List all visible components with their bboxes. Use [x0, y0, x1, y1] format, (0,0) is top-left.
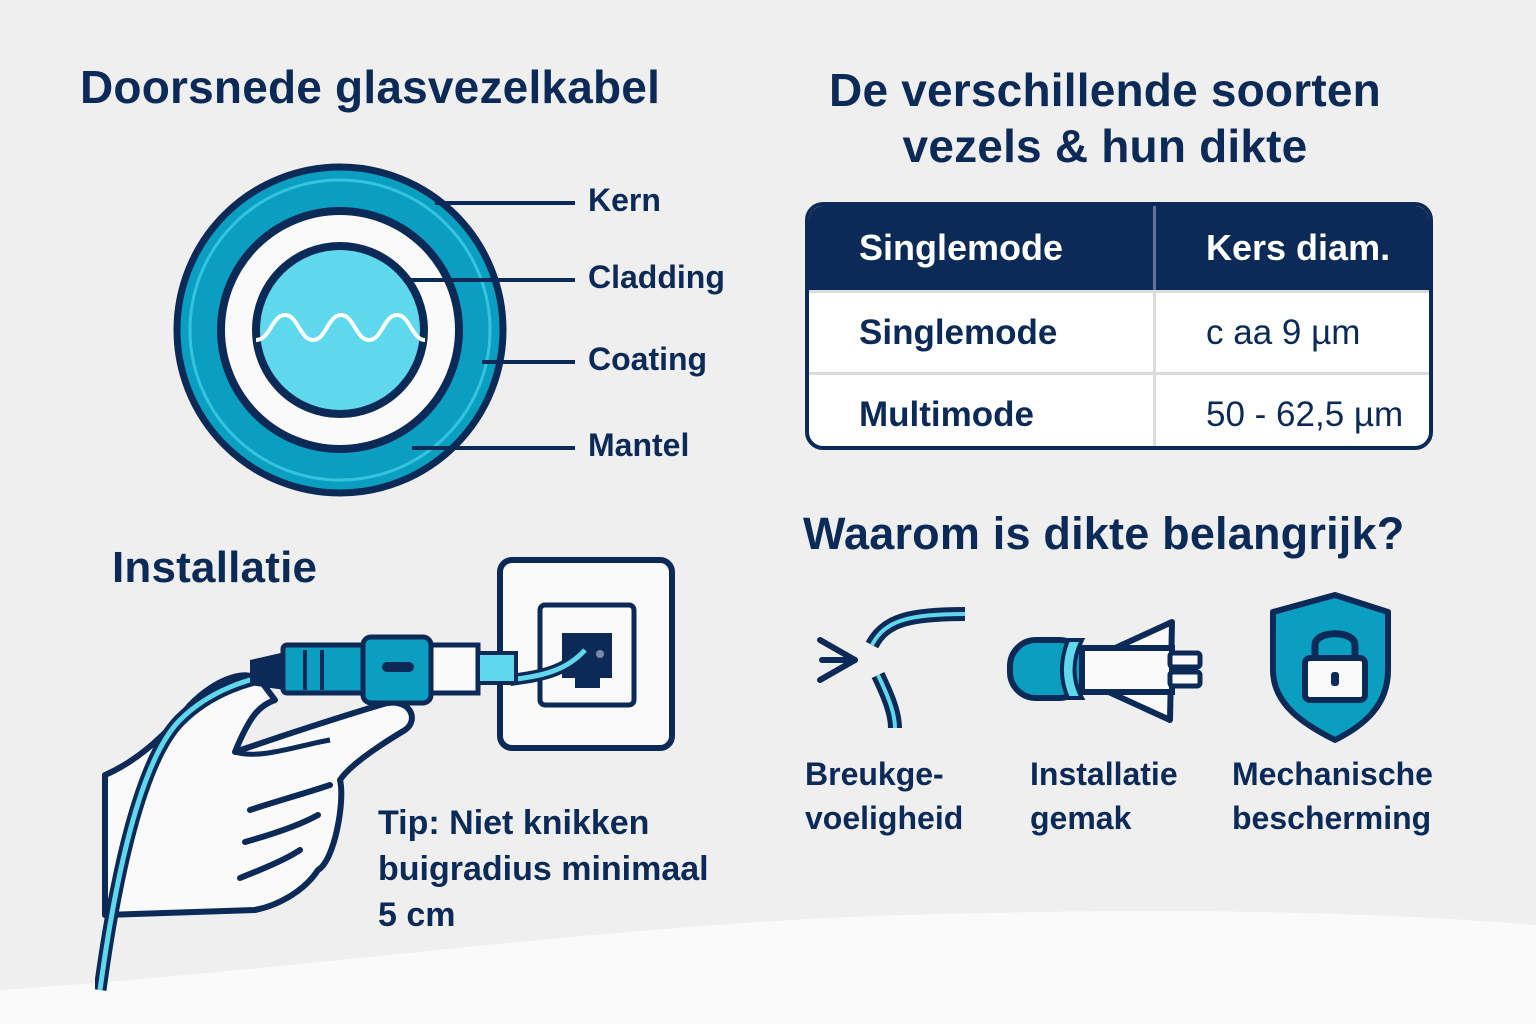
layer-label-coating: Coating	[588, 341, 708, 377]
fiber-types-title-line1: De verschillende soorten	[829, 64, 1381, 116]
table-header-cell: Kers diam.	[1153, 206, 1429, 290]
broken-fiber-icon	[817, 607, 966, 729]
fiber-types-table: Singlemode Kers diam. Singlemode c aa 9 …	[805, 202, 1433, 450]
table-row: Singlemode c aa 9 µm	[809, 290, 1429, 372]
tip-line-2: buigradius minimaal	[378, 850, 709, 888]
table-cell-diameter: 50 - 62,5 µm	[1153, 375, 1429, 446]
fiber-types-title-line2: vezels & hun dikte	[902, 120, 1308, 172]
bottom-wave	[0, 911, 1536, 1024]
fiber-cross-section-diagram	[173, 163, 575, 497]
table-cell-type: Singlemode	[859, 312, 1058, 352]
layer-label-cladding: Cladding	[588, 259, 725, 295]
layer-label-kern: Kern	[588, 182, 661, 218]
importance-title: Waarom is dikte belangrijk?	[803, 508, 1405, 559]
cross-section-title: Doorsnede glasvezelkabel	[80, 61, 661, 113]
layer-label-mantel: Mantel	[588, 427, 690, 463]
table-header-cell: Singlemode	[859, 227, 1064, 268]
importance-item-protection: Mechanische bescherming	[1232, 752, 1433, 840]
fiber-types-title: De verschillende soorten vezels & hun di…	[770, 62, 1440, 174]
shield-lock-icon	[1270, 592, 1391, 743]
item-label-line1: Mechanische	[1232, 756, 1433, 792]
table-row: Multimode 50 - 62,5 µm	[809, 372, 1429, 446]
item-label-line1: Breukge-	[805, 756, 944, 792]
installation-tip: Tip: Niet knikken buigradius minimaal 5 …	[378, 800, 709, 938]
table-cell-type: Multimode	[859, 394, 1034, 434]
hand-plugging-connector-illustration	[95, 557, 675, 991]
tip-line-3: 5 cm	[378, 896, 456, 934]
connector-icon	[1007, 619, 1203, 723]
importance-item-breakage: Breukge- voeligheid	[805, 752, 963, 840]
table-header-row: Singlemode Kers diam.	[809, 206, 1429, 290]
installation-title: Installatie	[112, 543, 318, 592]
item-label-line2: voeligheid	[805, 800, 964, 836]
tip-line-1: Tip: Niet knikken	[378, 804, 650, 842]
table-cell-diameter: c aa 9 µm	[1153, 293, 1429, 372]
importance-item-installation: Installatie gemak	[1030, 752, 1178, 840]
item-label-line1: Installatie	[1030, 756, 1178, 792]
item-label-line2: gemak	[1030, 800, 1132, 836]
item-label-line2: bescherming	[1232, 800, 1432, 836]
